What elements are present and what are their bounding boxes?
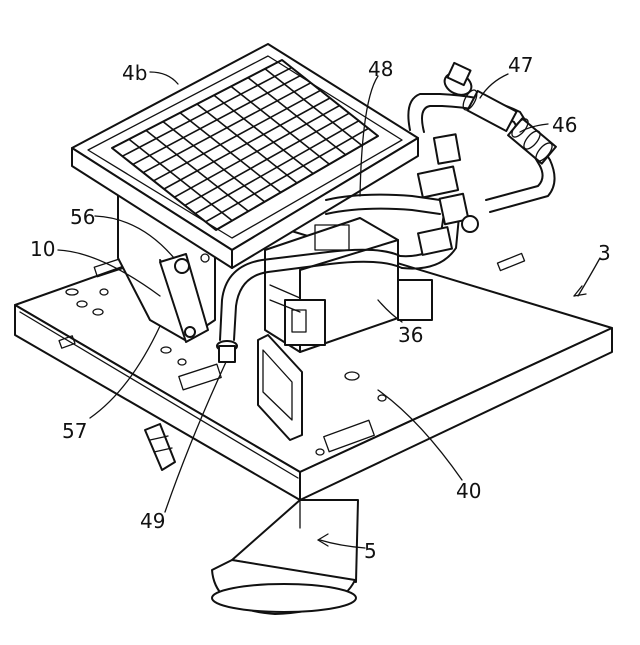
label-49: 49 [140, 509, 165, 533]
label-56: 56 [70, 205, 95, 229]
label-46: 46 [552, 113, 577, 137]
label-47: 47 [508, 53, 533, 77]
label-40: 40 [456, 479, 481, 503]
bottom-hopper [212, 500, 358, 614]
label-4b: 4b [122, 61, 147, 85]
label-10: 10 [30, 237, 55, 261]
valve-47 [441, 63, 517, 131]
label-48: 48 [368, 57, 393, 81]
label-57: 57 [62, 419, 87, 443]
label-5: 5 [364, 539, 377, 563]
label-3: 3 [598, 241, 611, 265]
label-36: 36 [398, 323, 423, 347]
fitting-48 [418, 134, 478, 255]
side-bracket [145, 424, 175, 470]
